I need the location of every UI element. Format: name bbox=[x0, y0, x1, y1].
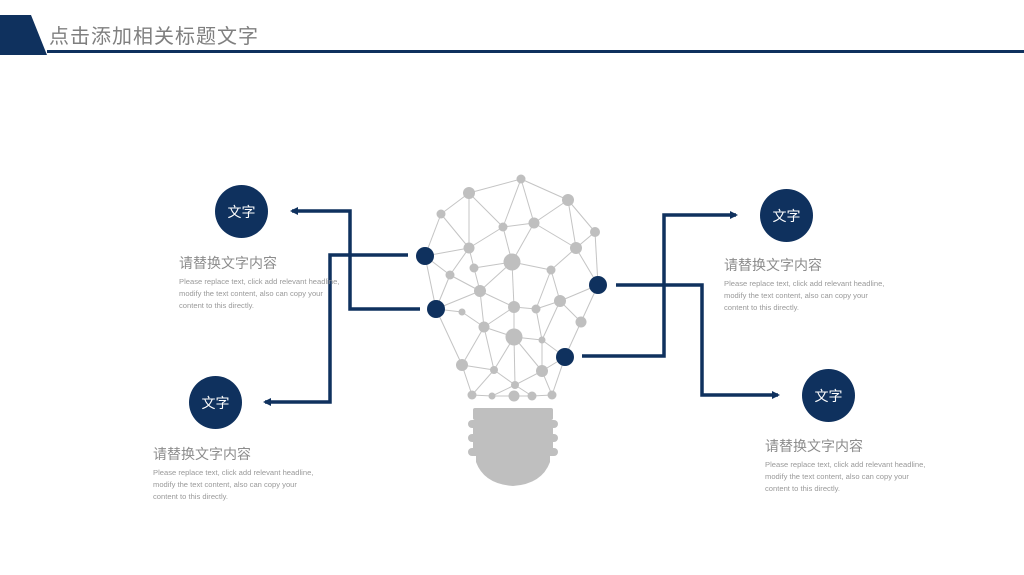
text-block-top-right: 请替换文字内容 Please replace text, click add r… bbox=[724, 255, 894, 314]
block-body: Please replace text, click add relevant … bbox=[724, 279, 885, 312]
network-nodes bbox=[436, 174, 600, 402]
badge-top-left: 文字 bbox=[215, 185, 268, 238]
block-body: Please replace text, click add relevant … bbox=[153, 468, 314, 501]
badge-bottom-right: 文字 bbox=[802, 369, 855, 422]
connector-dot bbox=[427, 300, 445, 318]
connector-arrow-bottom-right bbox=[616, 283, 780, 399]
block-heading: 请替换文字内容 bbox=[179, 256, 277, 272]
header-accent-tab bbox=[0, 15, 47, 55]
block-heading: 请替换文字内容 bbox=[765, 439, 863, 455]
connector-dot bbox=[589, 276, 607, 294]
block-heading: 请替换文字内容 bbox=[153, 447, 251, 463]
text-block-bottom-right: 请替换文字内容 Please replace text, click add r… bbox=[765, 436, 935, 495]
text-block-bottom-left: 请替换文字内容 Please replace text, click add r… bbox=[153, 444, 323, 503]
connector-arrow-top-left bbox=[290, 207, 420, 311]
connector-dot bbox=[556, 348, 574, 366]
page-title: 点击添加相关标题文字 bbox=[49, 24, 259, 48]
block-body: Please replace text, click add relevant … bbox=[179, 277, 340, 310]
bulb-base bbox=[468, 408, 558, 486]
text-block-top-left: 请替换文字内容 Please replace text, click add r… bbox=[179, 253, 349, 312]
connector-dot bbox=[416, 247, 434, 265]
block-heading: 请替换文字内容 bbox=[724, 258, 822, 274]
connector-arrow-bottom-left bbox=[263, 253, 408, 406]
badge-bottom-left: 文字 bbox=[189, 376, 242, 429]
badge-top-right: 文字 bbox=[760, 189, 813, 242]
block-body: Please replace text, click add relevant … bbox=[765, 460, 926, 493]
